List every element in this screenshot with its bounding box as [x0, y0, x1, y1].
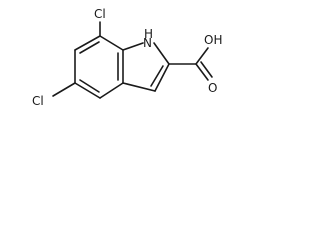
benzene-ring: [74, 35, 124, 99]
bond-c-o-double-2: [200, 61, 213, 78]
pyrrole-ring: [122, 42, 170, 92]
hydroxyl-label: OH: [204, 33, 222, 47]
hydrogen-label: H: [144, 27, 153, 41]
bond-n1-c2: [153, 42, 170, 65]
bond-c6-c7: [74, 35, 101, 51]
bond-c-oh: [195, 47, 209, 65]
bond-c7a-n1: [122, 42, 144, 51]
bond-c5-cl: [52, 82, 76, 97]
bond-c-o-double-1: [195, 63, 209, 81]
bond-c3-c3a: [122, 82, 156, 92]
oxygen-label: O: [208, 81, 217, 95]
bond-c4-c5: [74, 82, 101, 99]
chlorine-label-top: Cl: [94, 7, 106, 21]
bond-c3a-c4: [99, 82, 124, 99]
chemical-structure-diagram: Cl Cl H N OH O: [32, 7, 222, 108]
bond-c4-c5-inner: [79, 79, 100, 93]
nitrogen-label: N: [143, 36, 152, 50]
bond-c6-c7-inner: [79, 41, 100, 54]
bond-c2-c3: [154, 63, 170, 92]
chlorine-label-bottom: Cl: [32, 94, 44, 108]
bond-c7-c7a: [99, 35, 124, 51]
bond-c2-c3-inner: [150, 65, 164, 87]
